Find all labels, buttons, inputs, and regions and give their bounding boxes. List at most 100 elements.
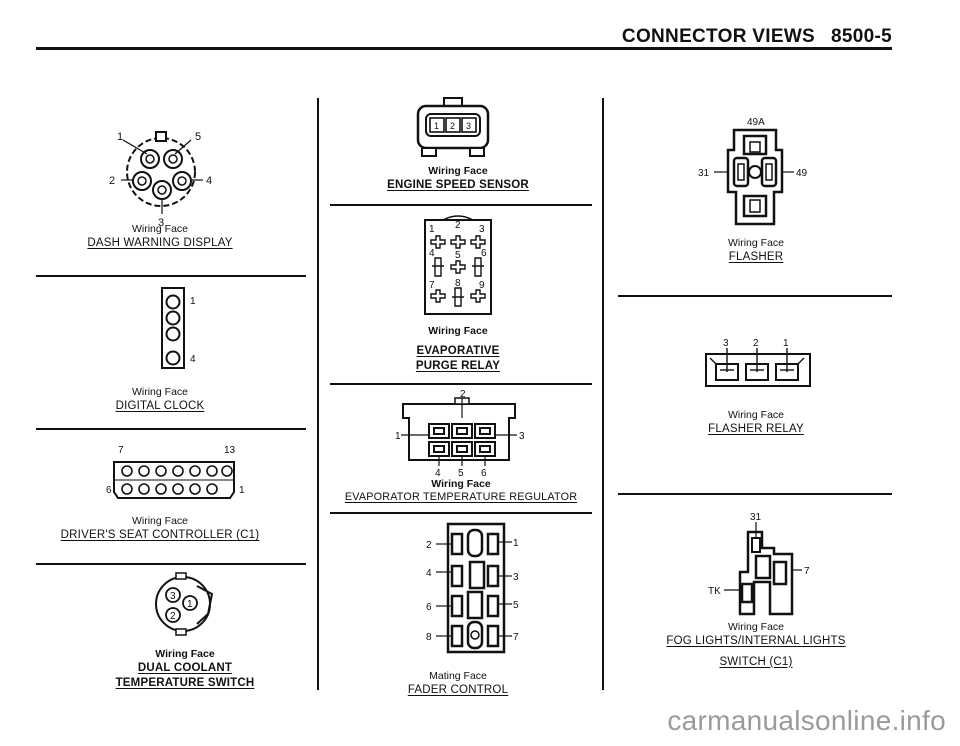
- pin-label: 7: [118, 445, 124, 456]
- connector-title: TEMPERATURE SWITCH: [115, 676, 255, 689]
- fog-lights-switch-caption: Wiring Face FOG LIGHTS/INTERNAL LIGHTS S…: [636, 621, 876, 669]
- row-divider: [330, 204, 592, 206]
- pin-label: 1: [190, 296, 196, 307]
- engine-speed-sensor-caption: Wiring Face ENGINE SPEED SENSOR: [358, 165, 558, 193]
- fader-control-caption: Mating Face FADER CONTROL: [358, 670, 558, 698]
- connector-title: FLASHER RELAY: [708, 423, 804, 436]
- pin-label: TK: [708, 586, 721, 597]
- pin-label: 2: [455, 220, 461, 231]
- column-divider-right: [602, 98, 604, 690]
- pin-label: 4: [426, 568, 432, 579]
- row-divider: [618, 295, 892, 297]
- face-label: Wiring Face: [727, 621, 784, 633]
- pin-label: 3: [723, 338, 729, 349]
- pin-label: 2: [109, 175, 115, 187]
- connector-title: DASH WARNING DISPLAY: [87, 237, 233, 250]
- connector-title: PURGE RELAY: [415, 359, 501, 372]
- dash-warning-display-caption: Wiring Face DASH WARNING DISPLAY: [60, 223, 260, 251]
- pin-label: 3: [519, 431, 525, 442]
- pin-label: 5: [455, 250, 461, 261]
- connector-title: EVAPORATOR TEMPERATURE REGULATOR: [344, 491, 578, 504]
- connector-title: FLASHER: [728, 251, 784, 264]
- pin-label: 2: [450, 121, 455, 131]
- pin-label: 1: [434, 121, 439, 131]
- face-label: Wiring Face: [131, 386, 188, 398]
- flasher-caption: Wiring Face FLASHER: [656, 237, 856, 265]
- pin-label: 1: [429, 224, 435, 235]
- page-header: CONNECTOR VIEWS 8500-5: [622, 26, 892, 48]
- pin-label: 4: [429, 248, 435, 259]
- engine-speed-sensor-connector: 1 2 3: [416, 97, 490, 157]
- pin-label: 1: [513, 538, 519, 549]
- digital-clock-connector: 1 4: [161, 287, 196, 369]
- header-title: CONNECTOR VIEWS: [621, 26, 816, 47]
- connector-title: SWITCH (C1): [719, 655, 793, 668]
- connector-title: FADER CONTROL: [407, 684, 509, 697]
- pin-label: 6: [481, 248, 487, 259]
- pin-label: 8: [455, 278, 461, 289]
- pin-label: 3: [466, 121, 471, 131]
- evaporator-temperature-regulator-connector: 2 1 3 4 5 6: [395, 389, 525, 478]
- pin-label: 8: [426, 632, 432, 643]
- pin-label: 3: [513, 572, 519, 583]
- fader-control-connector: 2 1 4 3 6 5 8 7: [426, 522, 519, 654]
- evaporator-temperature-regulator-caption: Wiring Face EVAPORATOR TEMPERATURE REGUL…: [330, 478, 592, 505]
- flasher-relay-connector: 3 2 1: [705, 338, 811, 387]
- face-label: Wiring Face: [428, 165, 488, 177]
- pin-label: 49A: [747, 117, 765, 128]
- pin-label: 5: [195, 131, 201, 143]
- face-label: Wiring Face: [428, 325, 488, 337]
- pin-label: 1: [783, 338, 789, 349]
- connector-title: DIGITAL CLOCK: [115, 400, 205, 413]
- pin-label: 1: [239, 485, 245, 496]
- pin-label: 6: [481, 468, 487, 478]
- column-divider-left: [317, 98, 319, 690]
- pin-label: 1: [395, 431, 401, 442]
- pin-label: 7: [804, 566, 810, 577]
- drivers-seat-controller-caption: Wiring Face DRIVER'S SEAT CONTROLLER (C1…: [60, 515, 260, 543]
- fog-lights-internal-lights-switch-connector: 31 7 TK: [708, 512, 810, 616]
- connector-title: DRIVER'S SEAT CONTROLLER (C1): [60, 529, 260, 542]
- pin-label: 5: [513, 600, 519, 611]
- pin-label: 1: [187, 599, 193, 610]
- evaporative-purge-relay-connector: 1 2 3 4 5 6 7 8 9: [424, 215, 492, 315]
- pin-label: 7: [429, 280, 435, 291]
- pin-label: 4: [206, 175, 212, 187]
- drivers-seat-controller-connector: 7 13 6 1: [106, 445, 245, 499]
- dash-warning-display-connector: 1 5 2 4 3: [109, 131, 212, 229]
- row-divider: [36, 275, 306, 277]
- connector-title: DUAL COOLANT: [137, 662, 233, 675]
- connector-title: ENGINE SPEED SENSOR: [387, 179, 529, 192]
- header-rule: [36, 47, 892, 50]
- connector-title: FOG LIGHTS/INTERNAL LIGHTS: [666, 635, 846, 648]
- pin-label: 6: [106, 485, 112, 496]
- header-page-number: 8500-5: [831, 26, 892, 47]
- pin-label: 3: [479, 224, 485, 235]
- dual-coolant-temperature-switch-connector: 3 1 2: [155, 572, 214, 636]
- pin-label: 2: [170, 611, 176, 622]
- face-label: Wiring Face: [727, 237, 784, 249]
- row-divider: [330, 512, 592, 514]
- pin-label: 31: [698, 168, 710, 179]
- face-label: Wiring Face: [131, 223, 188, 235]
- pin-label: 31: [750, 512, 762, 523]
- pin-label: 1: [117, 131, 123, 143]
- face-label: Wiring Face: [155, 648, 215, 660]
- pin-label: 4: [190, 354, 196, 365]
- pin-label: 2: [426, 540, 432, 551]
- flasher-relay-caption: Wiring Face FLASHER RELAY: [656, 409, 856, 437]
- pin-label: 9: [479, 280, 485, 291]
- row-divider: [36, 428, 306, 430]
- pin-label: 6: [426, 602, 432, 613]
- face-label: Wiring Face: [431, 478, 491, 490]
- dual-coolant-temperature-switch-caption: Wiring Face DUAL COOLANT TEMPERATURE SWI…: [85, 648, 285, 690]
- pin-label: 7: [513, 632, 519, 643]
- pin-label: 3: [170, 591, 176, 602]
- pin-label: 5: [458, 468, 464, 478]
- pin-label: 2: [460, 389, 466, 400]
- pin-label: 3: [158, 217, 164, 229]
- row-divider: [36, 563, 306, 565]
- watermark: carmanualsonline.info: [667, 705, 946, 736]
- evaporative-purge-relay-caption: Wiring Face EVAPORATIVE PURGE RELAY: [358, 325, 558, 373]
